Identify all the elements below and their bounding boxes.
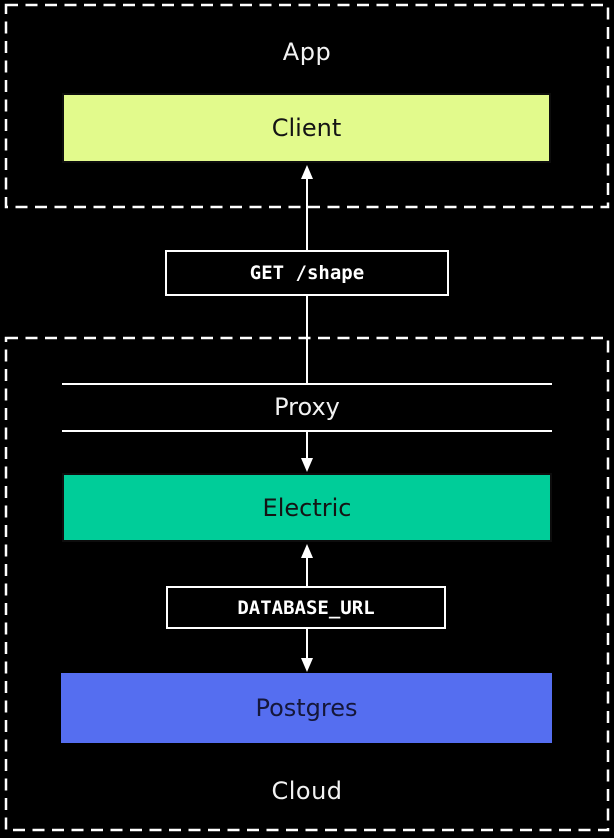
node-electric-label: Electric <box>262 493 352 522</box>
connector-getlabel-proxy <box>306 296 308 384</box>
node-postgres-label: Postgres <box>255 694 358 722</box>
app-group-border <box>4 3 610 209</box>
edge-label-database-url: DATABASE_URL <box>166 586 446 629</box>
arrowhead-up-into-client <box>301 165 313 179</box>
connector-electric-dblabel <box>306 556 308 586</box>
edge-label-database-url-text: DATABASE_URL <box>237 596 375 619</box>
connector-dblabel-postgres <box>306 629 308 660</box>
proxy-rule-top <box>62 383 552 385</box>
node-proxy: Proxy <box>62 385 552 429</box>
app-group-label: App <box>282 38 332 66</box>
node-postgres: Postgres <box>61 673 552 743</box>
node-client-label: Client <box>271 114 342 142</box>
edge-label-get-shape: GET /shape <box>165 250 449 296</box>
cloud-group-label: Cloud <box>271 777 343 805</box>
node-electric: Electric <box>62 473 552 542</box>
arrowhead-up-into-electric <box>301 544 313 558</box>
connector-proxy-electric <box>306 432 308 460</box>
arrowhead-down-into-postgres <box>301 658 313 672</box>
proxy-rule-bottom <box>62 430 552 432</box>
arrowhead-down-into-electric <box>301 458 313 472</box>
node-proxy-label: Proxy <box>274 393 340 421</box>
edge-label-get-shape-text: GET /shape <box>249 262 365 284</box>
connector-client-getlabel <box>306 177 308 250</box>
node-client: Client <box>62 93 551 163</box>
